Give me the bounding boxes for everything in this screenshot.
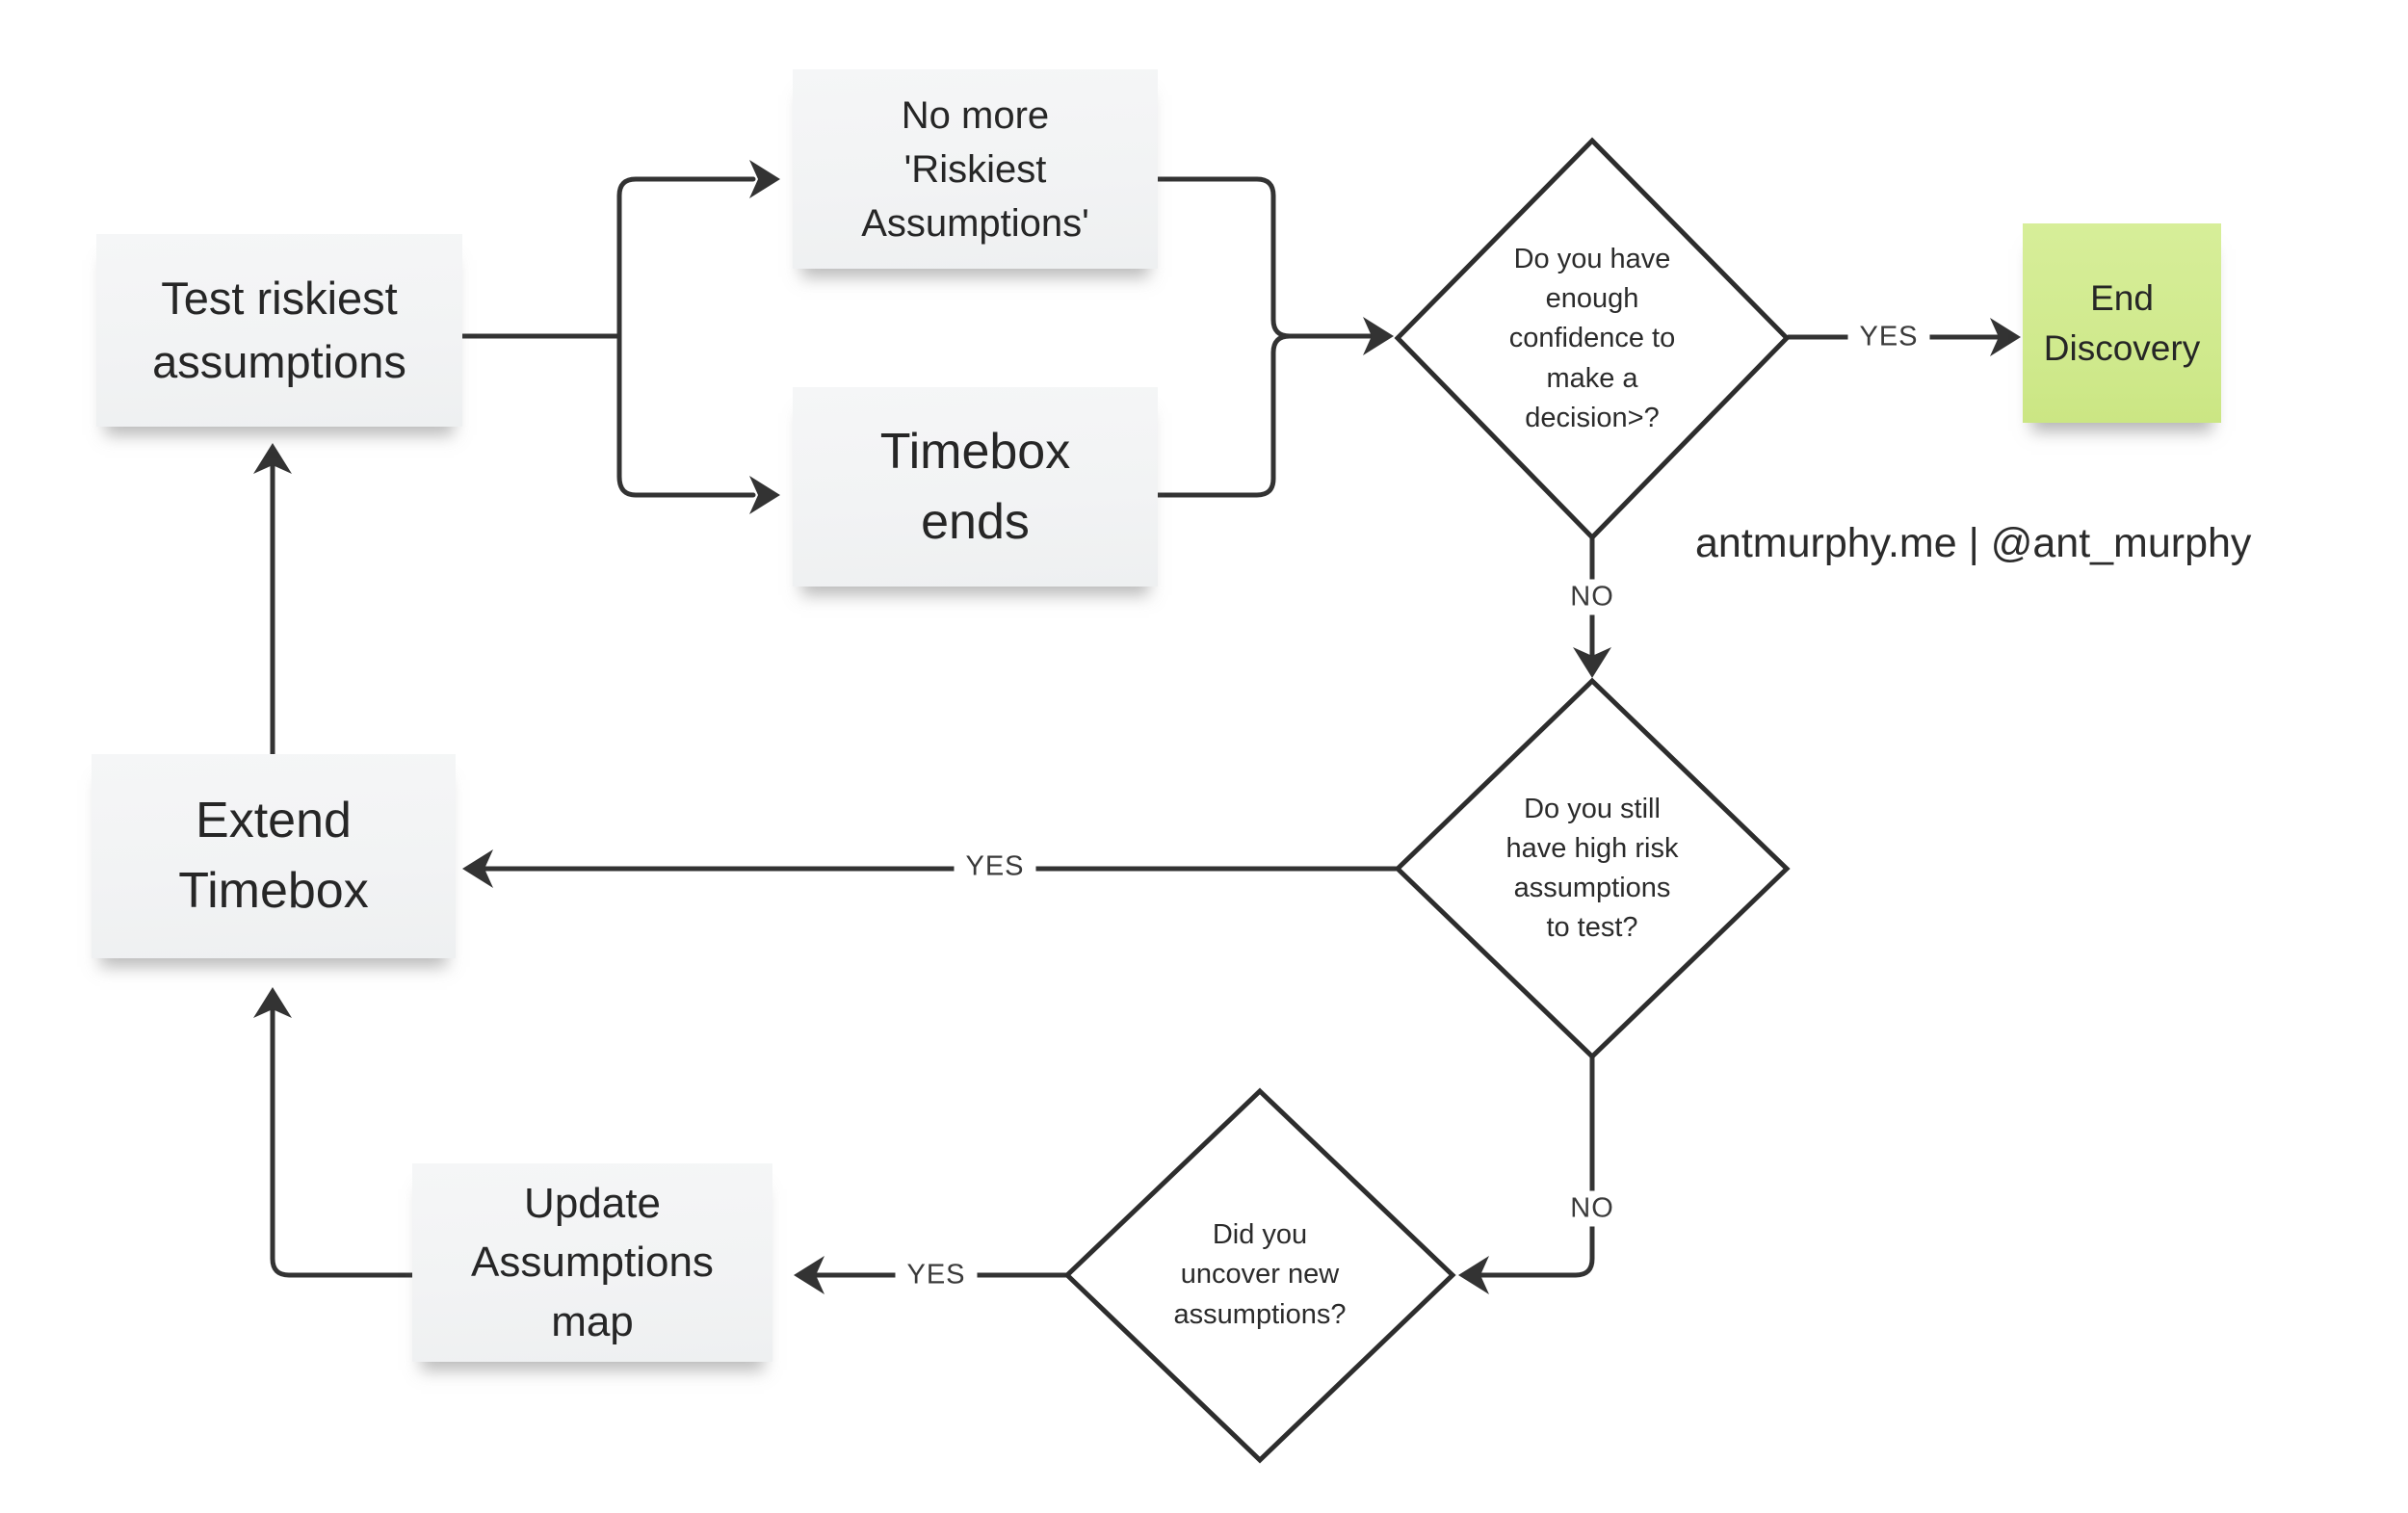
decision-diamond-new-assumptions xyxy=(1063,1087,1456,1464)
note-end-discovery: End Discovery xyxy=(2023,223,2221,423)
note-extend-timebox: Extend Timebox xyxy=(92,754,456,958)
edge-label-confidence-no: NO xyxy=(1558,579,1626,615)
arrowhead-into-end-discovery xyxy=(1990,318,2021,356)
connector-timebox-ends-to-merge xyxy=(1155,333,1293,498)
arrowhead-into-timebox-ends xyxy=(749,476,780,514)
decision-diamond-high-risk xyxy=(1394,677,1791,1060)
edge-label-high-risk-no: NO xyxy=(1558,1190,1626,1227)
connector-high-risk-no xyxy=(1467,1054,1595,1278)
connector-branch-down-to-timebox-ends xyxy=(616,323,756,498)
connector-update-to-extend xyxy=(270,996,415,1278)
arrowhead-into-update-map xyxy=(794,1256,824,1294)
connector-no-more-to-merge xyxy=(1155,176,1378,339)
connector-branch-up-to-no-more xyxy=(616,176,756,350)
decision-text-new-assumptions: Did you uncover new assumptions? xyxy=(1173,1219,1347,1330)
arrowhead-into-high-risk-diamond xyxy=(1573,647,1611,678)
note-no-more-riskiest-assumptions: No more 'Riskiest Assumptions' xyxy=(793,69,1158,269)
edge-label-high-risk-yes: YES xyxy=(954,848,1036,885)
note-update-assumptions-map: Update Assumptions map xyxy=(412,1163,772,1362)
decision-text-high-risk: Do you still have high risk assumptions … xyxy=(1505,793,1679,944)
edge-label-new-assumptions-yes: YES xyxy=(895,1257,978,1293)
decision-text-confidence: Do you have enough confidence to make a … xyxy=(1508,244,1676,433)
arrowhead-into-confidence-diamond xyxy=(1363,317,1394,355)
arrowhead-into-test-riskiest xyxy=(253,443,292,474)
decision-diamond-confidence xyxy=(1394,137,1791,541)
attribution-text: antmurphy.me | @ant_murphy xyxy=(1695,520,2252,566)
edge-label-confidence-yes: YES xyxy=(1847,319,1930,355)
arrowhead-into-extend-timebox-bottom xyxy=(253,987,292,1018)
arrowhead-into-extend-timebox-right xyxy=(462,849,493,888)
arrowhead-into-no-more xyxy=(749,160,780,198)
arrowhead-into-new-assumptions-diamond xyxy=(1458,1256,1489,1294)
note-timebox-ends: Timebox ends xyxy=(793,387,1158,587)
note-test-riskiest-assumptions: Test riskiest assumptions xyxy=(96,234,462,427)
